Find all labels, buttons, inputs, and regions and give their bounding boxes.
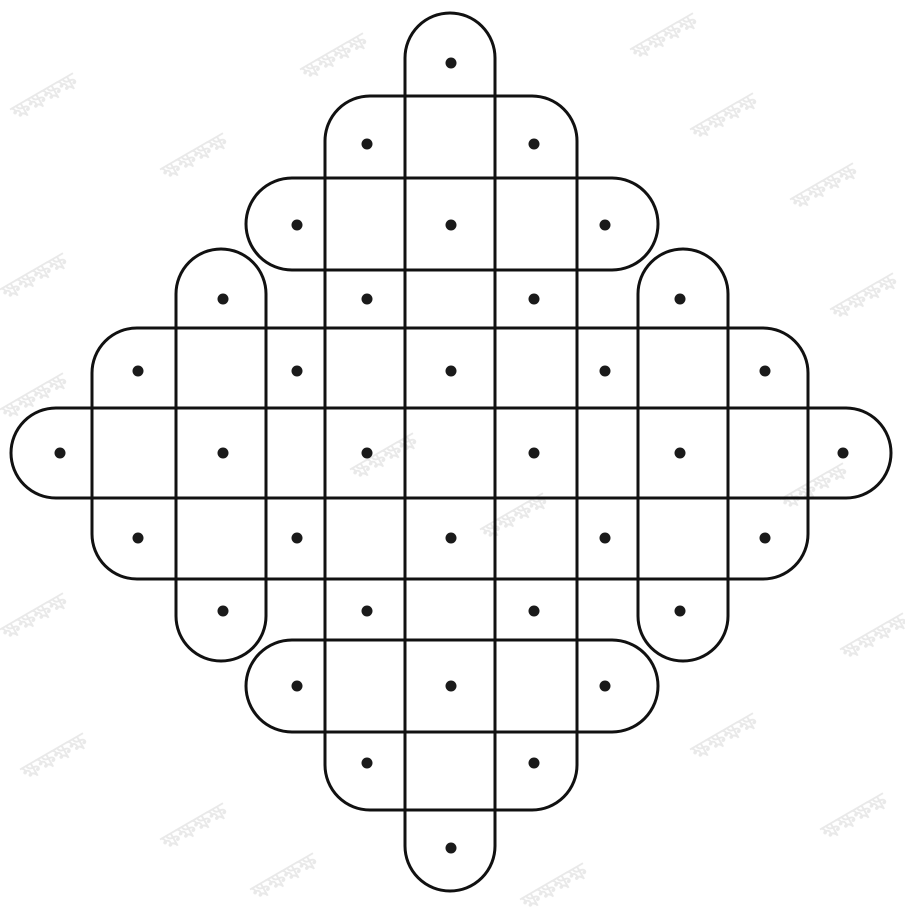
pattern-dot	[132, 532, 144, 544]
pattern-dot	[361, 757, 373, 769]
pattern-dot	[759, 532, 771, 544]
pattern-dot	[217, 605, 229, 617]
pattern-dot	[599, 365, 611, 377]
pattern-dot	[674, 605, 686, 617]
pattern-dot	[132, 365, 144, 377]
pattern-dot	[54, 447, 66, 459]
pattern-dot	[599, 680, 611, 692]
pattern-dot	[528, 447, 540, 459]
pattern-dot	[674, 293, 686, 305]
vertical-capsule-inner	[323, 94, 579, 812]
pattern-dot	[445, 680, 457, 692]
pattern-dot	[361, 447, 373, 459]
pattern-dot	[445, 842, 457, 854]
pattern-dot	[599, 219, 611, 231]
pattern-dot	[445, 365, 457, 377]
horizontal-capsule-inner	[90, 326, 810, 581]
vertical-capsule-center	[403, 11, 497, 893]
pattern-dot	[361, 293, 373, 305]
pattern-dot	[291, 532, 303, 544]
pattern-dot	[759, 365, 771, 377]
pattern-dot	[445, 57, 457, 69]
pattern-dot	[361, 605, 373, 617]
horizontal-capsule-center	[9, 406, 893, 500]
pattern-dot	[528, 757, 540, 769]
pattern-dot	[528, 605, 540, 617]
pattern-dot	[528, 138, 540, 150]
pattern-dot	[528, 293, 540, 305]
pattern-dot	[291, 680, 303, 692]
pattern-dot	[445, 532, 457, 544]
pattern-dot	[217, 293, 229, 305]
pattern-dot	[291, 219, 303, 231]
pattern-dot	[361, 138, 373, 150]
pattern-dot	[837, 447, 849, 459]
horizontal-capsule-bottom	[244, 638, 660, 734]
vertical-capsule-left	[174, 247, 268, 663]
horizontal-capsule-top	[244, 176, 660, 272]
pattern-dot	[599, 532, 611, 544]
pattern-dot	[217, 447, 229, 459]
pattern-dot	[445, 219, 457, 231]
pattern-dot	[291, 365, 303, 377]
pattern-dot	[674, 447, 686, 459]
vertical-capsule-right	[636, 247, 730, 663]
